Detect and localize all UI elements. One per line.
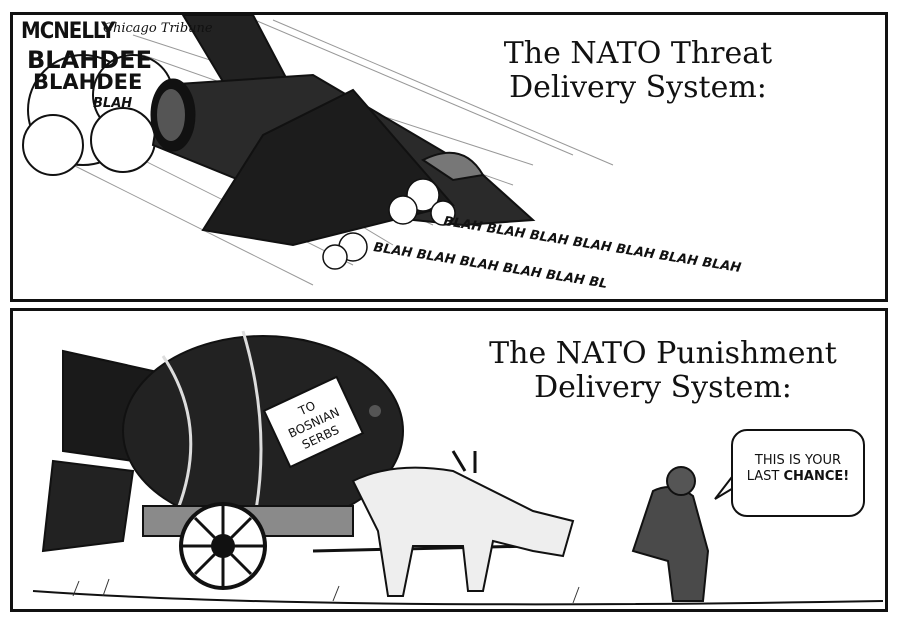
title-line: The NATO Punishment: [489, 336, 837, 371]
speech-line-1: THIS IS YOUR: [754, 453, 842, 468]
cartoon-credit: MCNELLY Chicago Tribune: [21, 19, 213, 44]
panel-threat: MCNELLY Chicago Tribune BLAHDEE BLAHDEE …: [10, 12, 888, 302]
newspaper-credit: Chicago Tribune: [103, 21, 213, 36]
artist-signature: MCNELLY: [21, 19, 115, 44]
speech-bubble-tail: [714, 472, 736, 500]
panel-punishment-title: The NATO Punishment Delivery System:: [483, 337, 843, 405]
exhaust-text-3: BLAH: [93, 96, 133, 111]
bomb-label: [262, 375, 365, 469]
title-line: Delivery System:: [534, 370, 792, 405]
exhaust-text: BLAHDEE BLAHDEE BLAH: [27, 46, 152, 115]
speech-line-2-part-1: LAST: [746, 469, 784, 484]
panel-punishment: TO BOSNIAN SERBS The NATO Punishment Del…: [10, 308, 888, 612]
bomb-cart-illustration: [32, 330, 884, 606]
speech-line-2-part-2: CHANCE!: [783, 469, 850, 484]
title-line: The NATO Threat: [503, 36, 773, 71]
speech-bubble: THIS IS YOUR LAST CHANCE!: [731, 429, 865, 517]
panel-threat-title: The NATO Threat Delivery System:: [468, 37, 808, 105]
exhaust-text-2: BLAHDEE: [33, 70, 143, 94]
speech-line-2: LAST CHANCE!: [733, 469, 863, 485]
title-line: Delivery System:: [509, 70, 767, 105]
jet-illustration: [22, 15, 614, 286]
exhaust-text-1: BLAHDEE: [27, 46, 152, 74]
